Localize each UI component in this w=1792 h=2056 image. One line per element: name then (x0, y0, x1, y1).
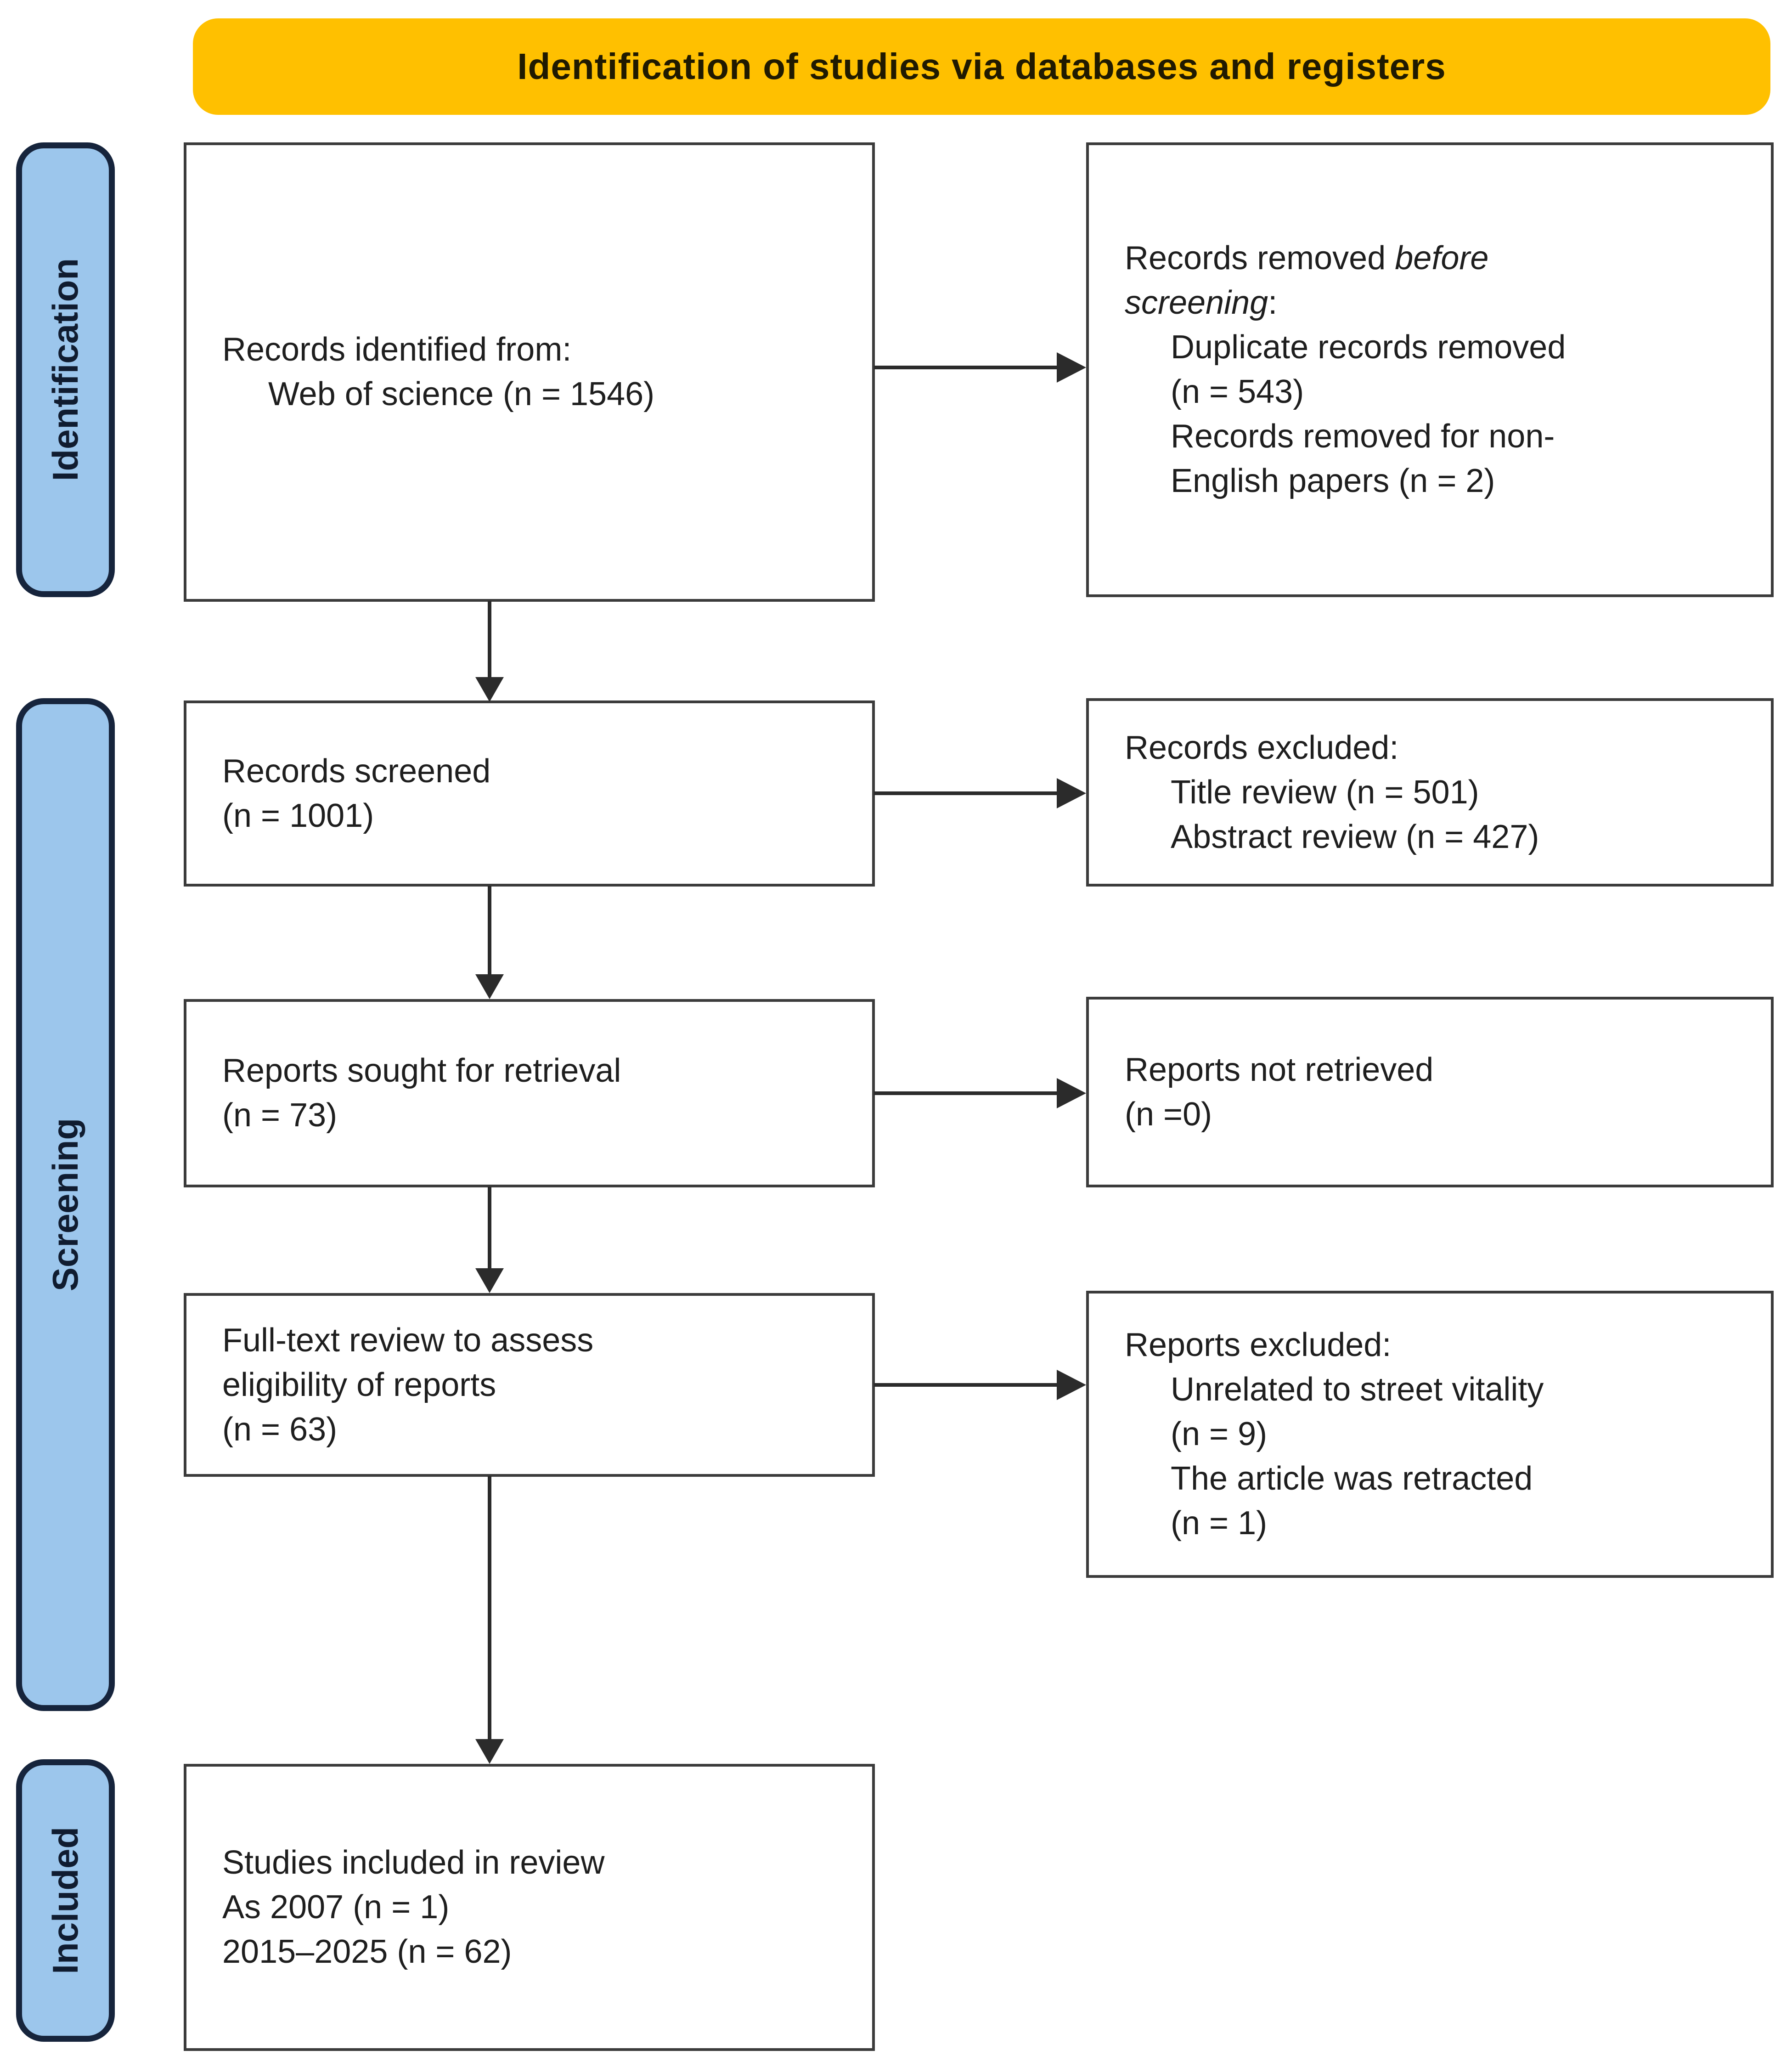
box-line: As 2007 (n = 1) (222, 1889, 450, 1926)
box-line: Records excluded: (1125, 729, 1399, 766)
arrow-right-screened-to-excluded (874, 778, 1086, 808)
box-line: Web of science (n = 1546) (268, 376, 655, 412)
box-line: The article was retracted (1171, 1460, 1533, 1497)
box-line: Studies included in review (222, 1844, 605, 1881)
box-line: Records removed for non- (1171, 418, 1555, 455)
box-records-excluded: Records excluded: Title review (n = 501)… (1086, 698, 1774, 887)
box-line: Records screened (222, 752, 491, 790)
stage-bar-included: Included (16, 1759, 115, 2042)
box-line: Reports not retrieved (1125, 1051, 1434, 1088)
banner: Identification of studies via databases … (193, 18, 1770, 115)
box-line: (n = 543) (1171, 373, 1304, 410)
box-line: (n = 73) (222, 1097, 338, 1134)
box-line: Unrelated to street vitality (1171, 1371, 1544, 1408)
arrow-right-sought-to-not-retrieved (874, 1078, 1086, 1108)
arrow-right-identified-to-removed (874, 352, 1086, 383)
box-line: Records removed before (1125, 240, 1489, 277)
box-line: (n = 9) (1171, 1416, 1268, 1452)
box-line: (n = 63) (222, 1411, 338, 1448)
box-reports-excluded: Reports excluded: Unrelated to street vi… (1086, 1291, 1774, 1578)
box-line: Reports excluded: (1125, 1327, 1392, 1363)
box-line: Abstract review (n = 427) (1171, 818, 1539, 855)
box-line: 2015–2025 (n = 62) (222, 1933, 512, 1970)
box-line: Records identified from: (222, 331, 572, 368)
banner-title: Identification of studies via databases … (517, 46, 1446, 87)
box-records-removed-before-screening: Records removed before screening: Duplic… (1086, 142, 1774, 597)
stage-label-included: Included (45, 1827, 85, 1974)
box-line: eligibility of reports (222, 1366, 496, 1403)
box-line: Full-text review to assess (222, 1322, 594, 1359)
arrow-down-fulltext-to-included (475, 1476, 504, 1764)
arrow-right-fulltext-to-excluded (874, 1370, 1086, 1400)
box-line: (n = 1) (1171, 1505, 1268, 1542)
box-line: Duplicate records removed (1171, 329, 1566, 366)
box-line: English papers (n = 2) (1171, 463, 1495, 499)
arrow-down-sought-to-fulltext (475, 1186, 504, 1293)
box-line: Reports sought for retrieval (222, 1052, 621, 1089)
box-line: screening: (1125, 284, 1278, 321)
box-studies-included: Studies included in review As 2007 (n = … (184, 1764, 875, 2051)
stage-bar-screening: Screening (16, 698, 115, 1711)
stage-label-screening: Screening (45, 1118, 85, 1292)
box-line: (n = 1001) (222, 797, 374, 834)
box-records-identified: Records identified from: Web of science … (184, 142, 875, 602)
stage-label-identification: Identification (45, 258, 85, 481)
arrow-down-screened-to-sought (475, 886, 504, 999)
box-line: (n =0) (1125, 1096, 1212, 1133)
box-line: Title review (n = 501) (1171, 774, 1479, 811)
box-records-screened: Records screened (n = 1001) (184, 700, 875, 887)
box-reports-sought: Reports sought for retrieval (n = 73) (184, 999, 875, 1187)
arrow-down-identified-to-screened (475, 601, 504, 702)
stage-bar-identification: Identification (16, 142, 115, 597)
box-reports-not-retrieved: Reports not retrieved (n =0) (1086, 997, 1774, 1187)
box-fulltext-review: Full-text review to assess eligibility o… (184, 1293, 875, 1477)
